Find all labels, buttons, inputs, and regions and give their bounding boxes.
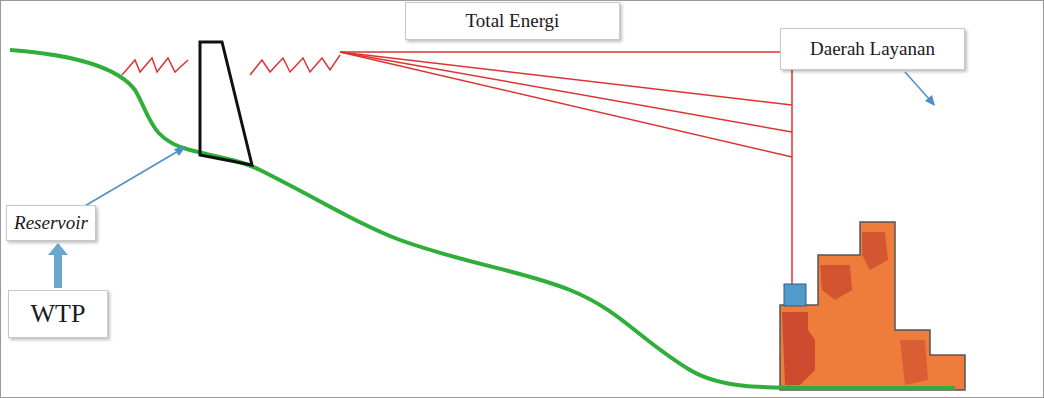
energy-line (340, 52, 792, 284)
building (780, 222, 965, 390)
leader-line (905, 72, 930, 100)
energy-zigzag (122, 58, 188, 75)
node-text: WTP (31, 299, 86, 329)
leader-head (174, 146, 186, 156)
leader-line (78, 150, 180, 210)
title-label-box: Total Energi (405, 2, 620, 40)
dam (200, 42, 252, 165)
energy-line (340, 52, 792, 157)
node-text: Reservoir (14, 212, 88, 234)
flow-arrow (48, 243, 68, 288)
service-area-label-box: Daerah Layanan (780, 28, 965, 70)
energy-line (340, 52, 792, 132)
reservoir-label-box: Reservoir (6, 205, 96, 241)
node-text: Total Energi (466, 10, 560, 32)
ground-profile (10, 50, 955, 388)
building-shade (862, 232, 888, 270)
building-shade (782, 312, 815, 385)
node-text: Daerah Layanan (810, 38, 935, 60)
leader-head (925, 95, 935, 106)
water-tank (784, 284, 806, 306)
building-shade (900, 340, 928, 385)
energy-zigzag (250, 55, 340, 75)
wtp-box: WTP (8, 290, 108, 338)
building-shade (820, 265, 852, 300)
energy-line (340, 52, 792, 105)
